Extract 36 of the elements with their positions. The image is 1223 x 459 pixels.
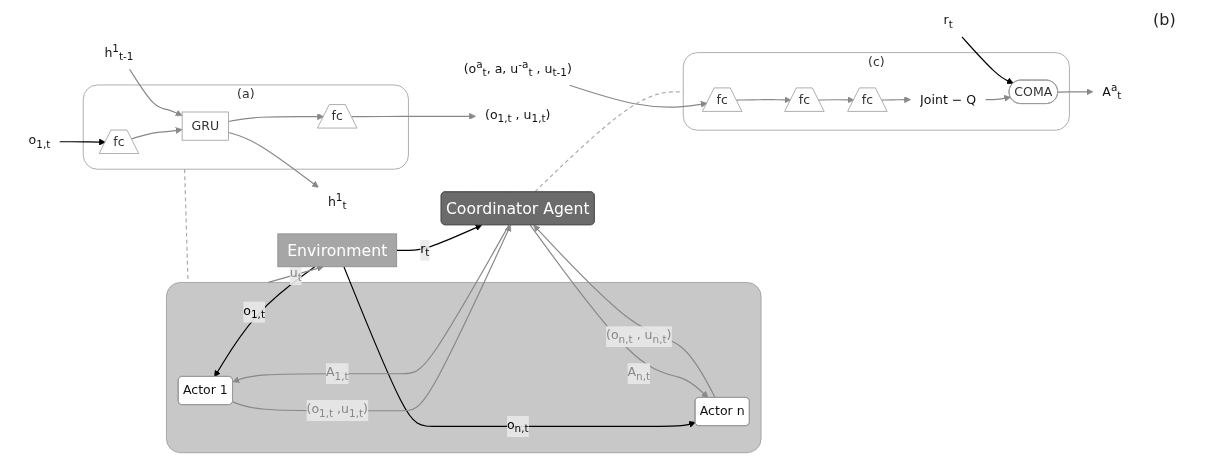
arrow (214, 266, 316, 378)
edge-label: A$_{1,t}$ (325, 364, 349, 383)
cluster (166, 282, 762, 454)
arrow (818, 96, 855, 104)
edge-label: u$_{t}$ (289, 265, 302, 283)
arrow (569, 84, 708, 108)
node-text: (o$_{1,t}$ , u$_{1,t}$) (485, 107, 551, 125)
connector (534, 91, 684, 193)
edge-label: o$_{n,t}$ (506, 417, 529, 435)
node-text: Joint − Q (920, 91, 977, 107)
edge-label: (o$_{1,t}$ ,u$_{1,t}$) (306, 401, 368, 420)
arrow (343, 266, 696, 428)
arrow (350, 112, 476, 120)
edge-label: A$_{n,t}$ (627, 364, 651, 383)
arrow (228, 113, 325, 123)
node-box: GRU (181, 111, 229, 141)
arrow (735, 96, 792, 104)
edge-label: r$_{t}$ (420, 241, 430, 259)
panel-label: (b) (1153, 10, 1177, 29)
arrow (129, 68, 183, 117)
arrow (59, 138, 106, 146)
arrow (881, 96, 911, 104)
arrow (130, 127, 183, 140)
edge-label: o$_{1,t}$ (243, 303, 266, 321)
node-text: o$_{1,t}$ (28, 132, 51, 151)
edge-label: (o$_{n,t}$ , u$_{n,t}$) (606, 327, 672, 346)
arrow (228, 131, 319, 188)
node-text: r$_{t}$ (943, 12, 953, 30)
arrow (232, 224, 512, 412)
node-box: Environment (277, 233, 398, 268)
arrow (961, 36, 1014, 84)
arrow (232, 224, 510, 383)
arrow (396, 224, 483, 251)
node-text: (o$^{a}$$_{t}$, a, u$^{-a}$$_{t}$ , u$_{t-1}$) (463, 58, 572, 79)
arrow (1057, 88, 1094, 96)
arrow (984, 94, 1011, 102)
